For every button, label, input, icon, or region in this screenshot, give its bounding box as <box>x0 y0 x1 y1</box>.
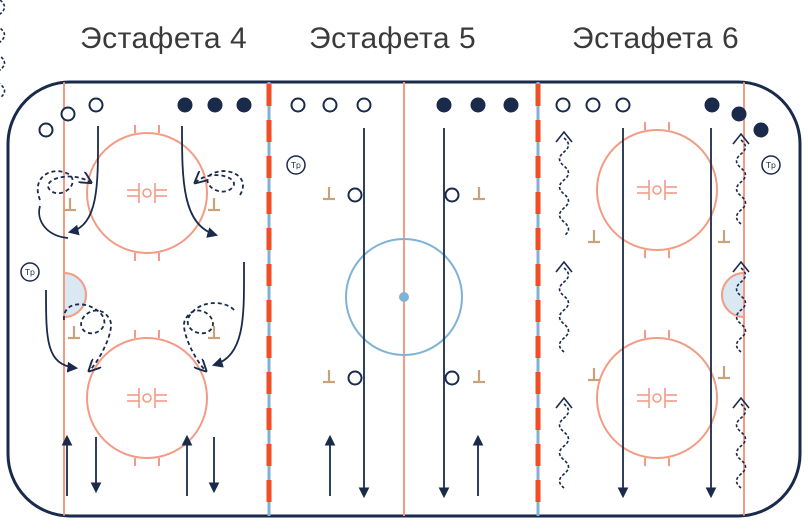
coach-badge: Тр <box>20 262 40 282</box>
relay-4-paths <box>37 125 245 496</box>
coach-badge: Тр <box>286 155 306 175</box>
relay-6-paths <box>617 128 717 499</box>
svg-text:Тр: Тр <box>765 161 776 170</box>
svg-text:Тр: Тр <box>24 268 35 277</box>
relay-4-title: Эстафета 4 <box>80 22 248 55</box>
goal-crease-right <box>721 271 745 319</box>
relay-5-paths <box>324 128 484 499</box>
weave-arrowheads <box>555 130 750 409</box>
svg-text:Тр: Тр <box>290 161 301 170</box>
players-open <box>38 97 631 386</box>
coach-badge: Тр <box>761 155 781 175</box>
faceoff-dots <box>127 180 677 408</box>
cones <box>64 187 730 384</box>
center-circle <box>345 238 463 356</box>
relay-5-title: Эстафета 5 <box>309 22 477 55</box>
relay-6-weave-paths <box>0 0 6 99</box>
relay-6-title: Эстафета 6 <box>572 22 740 55</box>
faceoff-circles <box>86 129 718 459</box>
players-filled <box>177 97 769 138</box>
hash-marks <box>134 122 670 466</box>
center-dot <box>399 292 409 302</box>
